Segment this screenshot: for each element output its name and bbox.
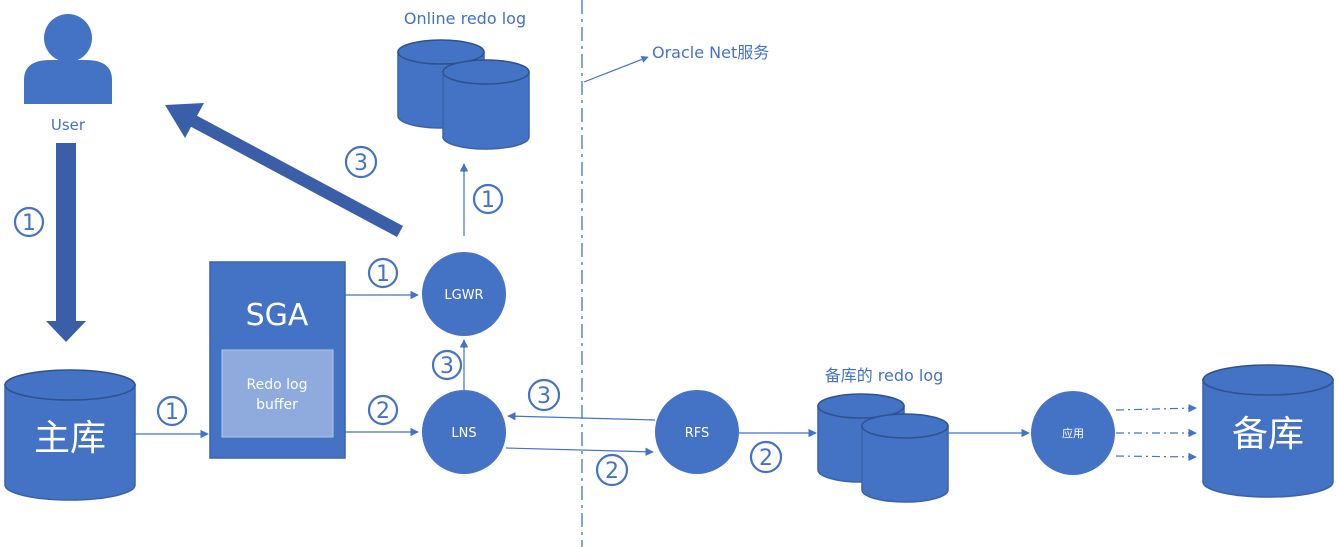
- step-number: 2: [759, 446, 773, 471]
- step-number: 3: [354, 151, 368, 176]
- redo-log-buffer-box: [221, 349, 334, 438]
- rfs-process: [655, 390, 739, 474]
- step-marker-lgwr-to-online-log: 1: [472, 183, 504, 215]
- redo-log-buffer-label-line2: buffer: [256, 397, 298, 413]
- step-marker-primary-to-sga: 1: [156, 395, 188, 427]
- step-marker-sga-to-lns: 2: [367, 394, 399, 426]
- primary-database: [4, 369, 136, 501]
- apply-to-standby-arrow-bottom: [1115, 452, 1197, 462]
- lgwr-process: [422, 252, 506, 336]
- step-number: 3: [537, 384, 551, 409]
- online-redo-log-label: Online redo log: [404, 9, 526, 28]
- oracle-net-label: Oracle Net服务: [652, 43, 769, 62]
- redo-log-buffer-label-line1: Redo log: [247, 377, 308, 393]
- step-marker-rfs-to-lns: 3: [527, 378, 561, 412]
- step-number: 1: [376, 262, 390, 287]
- step-marker-lns-to-rfs: 2: [595, 453, 629, 487]
- online-redo-log-cylinder-front: [442, 59, 530, 150]
- sga-label: SGA: [246, 298, 309, 333]
- standby-db-label: 备库: [1232, 414, 1304, 455]
- user-to-primary-arrow: [46, 143, 86, 342]
- lns-process: [422, 390, 506, 474]
- standby-redo-log-label: 备库的 redo log: [825, 366, 944, 385]
- step-number: 1: [22, 211, 36, 236]
- lgwr-label: LGWR: [444, 288, 483, 303]
- step-marker-user-to-primary: 1: [13, 206, 45, 238]
- lns-label: LNS: [451, 426, 476, 441]
- step-marker-sga-to-lgwr: 1: [367, 257, 399, 289]
- step-marker-rfs-to-standby-log: 2: [749, 440, 783, 474]
- rfs-label: RFS: [685, 426, 710, 441]
- step-number: 1: [165, 400, 179, 425]
- oracle-net-pointer: [583, 56, 649, 83]
- user-icon: [24, 14, 112, 104]
- primary-db-label: 主库: [34, 418, 106, 459]
- step-marker-lns-to-lgwr: 3: [431, 349, 463, 381]
- step-number: 2: [376, 399, 390, 424]
- commit-return-arrow: [165, 103, 403, 237]
- rfs-to-lns-arrow: [507, 412, 656, 421]
- apply-to-standby-arrow-top: [1115, 403, 1197, 413]
- step-number: 2: [605, 459, 619, 484]
- user-label: User: [51, 116, 86, 134]
- step-number: 3: [440, 354, 454, 379]
- standby-redo-log-cylinder-front: [861, 413, 949, 503]
- standby-database: [1202, 364, 1334, 498]
- step-number: 1: [481, 188, 495, 213]
- apply-process: [1031, 391, 1115, 475]
- lns-to-rfs-arrow: [505, 447, 654, 456]
- apply-label: 应用: [1062, 426, 1084, 440]
- step-marker-user-return: 3: [344, 145, 378, 179]
